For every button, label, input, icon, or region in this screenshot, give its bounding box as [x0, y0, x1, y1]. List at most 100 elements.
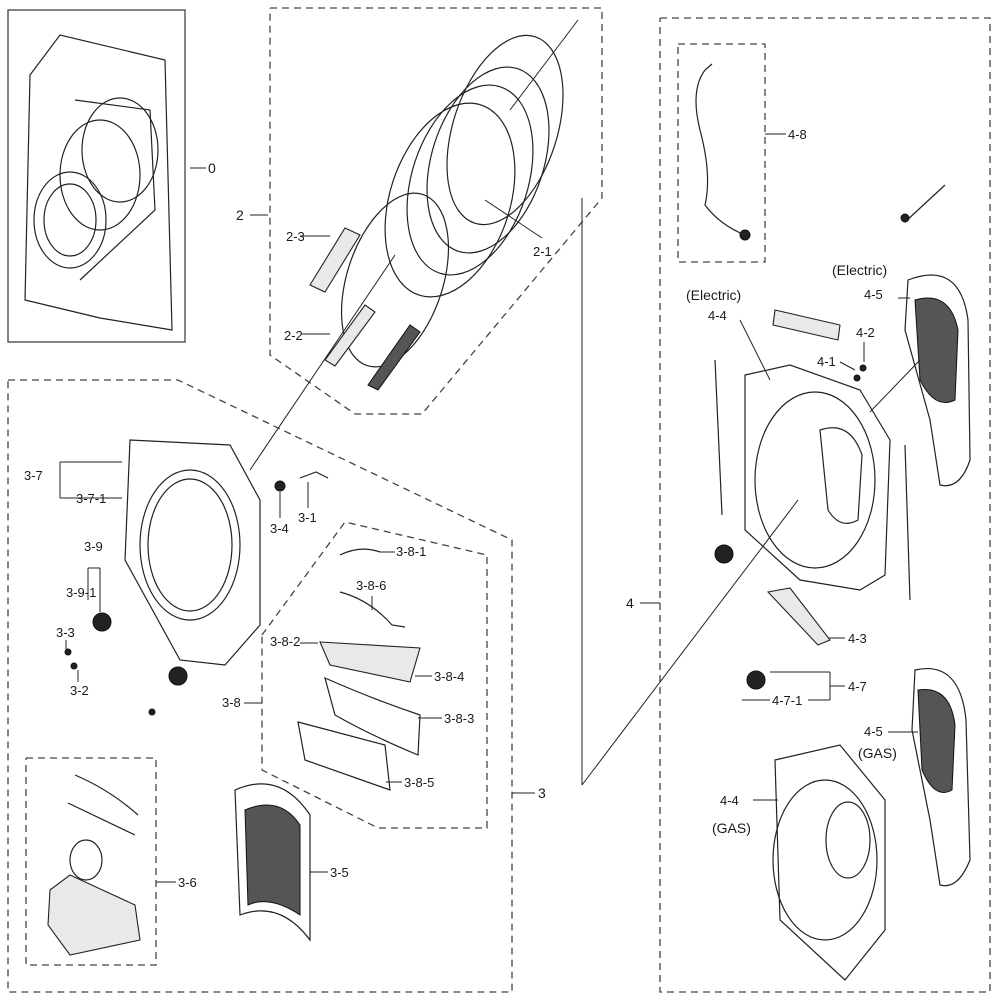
label-3-9-1: 3-9-1	[66, 585, 96, 600]
part-3-9-lower	[168, 666, 188, 686]
label-4-8: 4-8	[788, 127, 807, 142]
drum-body-rear	[426, 66, 550, 254]
part-3-8-1	[339, 548, 381, 556]
part-3-8-6	[339, 591, 406, 628]
assembly-3-frame	[7, 379, 513, 993]
assembly-3-6-frame	[25, 757, 157, 966]
label-3-8: 3-8	[222, 695, 241, 710]
part-4-4-gas-ring	[772, 779, 878, 941]
label-3-8-3: 3-8-3	[444, 711, 474, 726]
label-2-3: 2-3	[286, 229, 305, 244]
label-2: 2	[236, 207, 244, 223]
label-3-3: 3-3	[56, 625, 75, 640]
part-3-5-filter	[234, 783, 311, 942]
label-4-2: 4-2	[856, 325, 875, 340]
label-3-7: 3-7	[24, 468, 43, 483]
assembly-0-group	[7, 9, 206, 343]
part-4-7-core	[751, 675, 761, 685]
label-4-3: 4-3	[848, 631, 867, 646]
label-3-8-1: 3-8-1	[396, 544, 426, 559]
part-3-6-strip	[74, 774, 139, 816]
label-4-7: 4-7	[848, 679, 867, 694]
part-4-4-gas-opening	[825, 801, 871, 879]
front-frame-3-7	[124, 439, 261, 666]
leader-4-1	[839, 361, 856, 371]
drum-lifter-mesh	[367, 324, 421, 391]
part-3-6-duct	[47, 874, 141, 956]
label-4-5-gas: 4-5	[864, 724, 883, 739]
front-frame-inner	[147, 478, 233, 612]
variant-electric-4-5: (Electric)	[832, 262, 887, 278]
assembly-4-frame	[659, 17, 991, 993]
label-3-1: 3-1	[298, 510, 317, 525]
leader-4-to-3	[581, 499, 799, 786]
variant-gas-4-4: (GAS)	[712, 820, 751, 836]
screw-3-2	[70, 662, 78, 670]
part-sensor-head	[900, 213, 910, 223]
assembly-0-drum-back	[59, 119, 141, 231]
assembly-0-door-inner	[43, 183, 97, 257]
part-rail-left	[714, 359, 723, 516]
part-3-6-seal	[69, 839, 103, 881]
label-3: 3	[538, 785, 546, 801]
drum-body-mid	[406, 84, 534, 276]
label-4-4-electric: 4-4	[708, 308, 727, 323]
label-3-8-6: 3-8-6	[356, 578, 386, 593]
part-3-8-3	[324, 676, 421, 756]
assembly-4-8-frame	[677, 43, 766, 263]
part-3-8-5	[297, 721, 391, 791]
label-2-2: 2-2	[284, 328, 303, 343]
part-4-4-electric-panel	[744, 364, 891, 591]
variant-electric-4-4: (Electric)	[686, 287, 741, 303]
label-4-1: 4-1	[817, 354, 836, 369]
part-4-7	[746, 670, 766, 690]
part-4-2	[859, 364, 867, 372]
part-4-5-gas-heater	[911, 668, 971, 887]
label-3-8-5: 3-8-5	[404, 775, 434, 790]
assembly-2-group	[249, 7, 603, 471]
assembly-0-door-ring	[33, 171, 107, 269]
assembly-0-frame	[7, 9, 186, 343]
assembly-3-8-frame	[261, 521, 488, 829]
part-4-5-electric-coil	[914, 297, 959, 403]
part-4-8-plug	[704, 63, 713, 71]
part-3-6-bar	[67, 802, 136, 836]
label-0: 0	[208, 160, 216, 176]
part-4-8-connector	[739, 229, 751, 241]
screw-lower	[148, 708, 156, 716]
drum-lifter-2-3	[309, 227, 361, 293]
drum-body-front	[384, 102, 516, 298]
assembly-3-group	[7, 379, 535, 993]
leader-4-5-link	[869, 359, 921, 413]
part-4-4-electric-ring	[754, 391, 876, 569]
assembly-0-drum-rear	[81, 97, 159, 203]
label-4: 4	[626, 595, 634, 611]
assembly-4-group	[581, 17, 991, 993]
part-3-9-lower-core	[173, 671, 183, 681]
label-4-4-gas: 4-4	[720, 793, 739, 808]
part-4-8-harness	[695, 69, 746, 236]
part-4-4-electric-duct	[819, 427, 863, 524]
part-3-9-1-core	[97, 617, 107, 627]
part-4-1	[853, 374, 861, 382]
label-4-7-1: 4-7-1	[772, 693, 802, 708]
variant-gas-4-5: (GAS)	[858, 745, 897, 761]
leader-2-1	[484, 199, 543, 239]
label-3-4: 3-4	[270, 521, 289, 536]
part-sensor-rod	[904, 184, 946, 223]
drum-lifter-2-2	[324, 304, 376, 367]
assembly-2-frame	[269, 7, 603, 415]
leader-2-to-3	[249, 254, 396, 471]
part-bracket-top	[772, 309, 841, 341]
drum-rear-ring	[446, 34, 564, 226]
assembly-0-outline	[24, 34, 173, 331]
part-3-5-mesh	[244, 804, 301, 916]
part-4-5-electric-heater	[904, 274, 971, 487]
part-3-1	[299, 471, 329, 479]
part-3-9-1	[92, 612, 112, 632]
label-3-8-4: 3-8-4	[434, 669, 464, 684]
part-4-5-gas-coil	[917, 688, 956, 793]
label-3-5: 3-5	[330, 865, 349, 880]
